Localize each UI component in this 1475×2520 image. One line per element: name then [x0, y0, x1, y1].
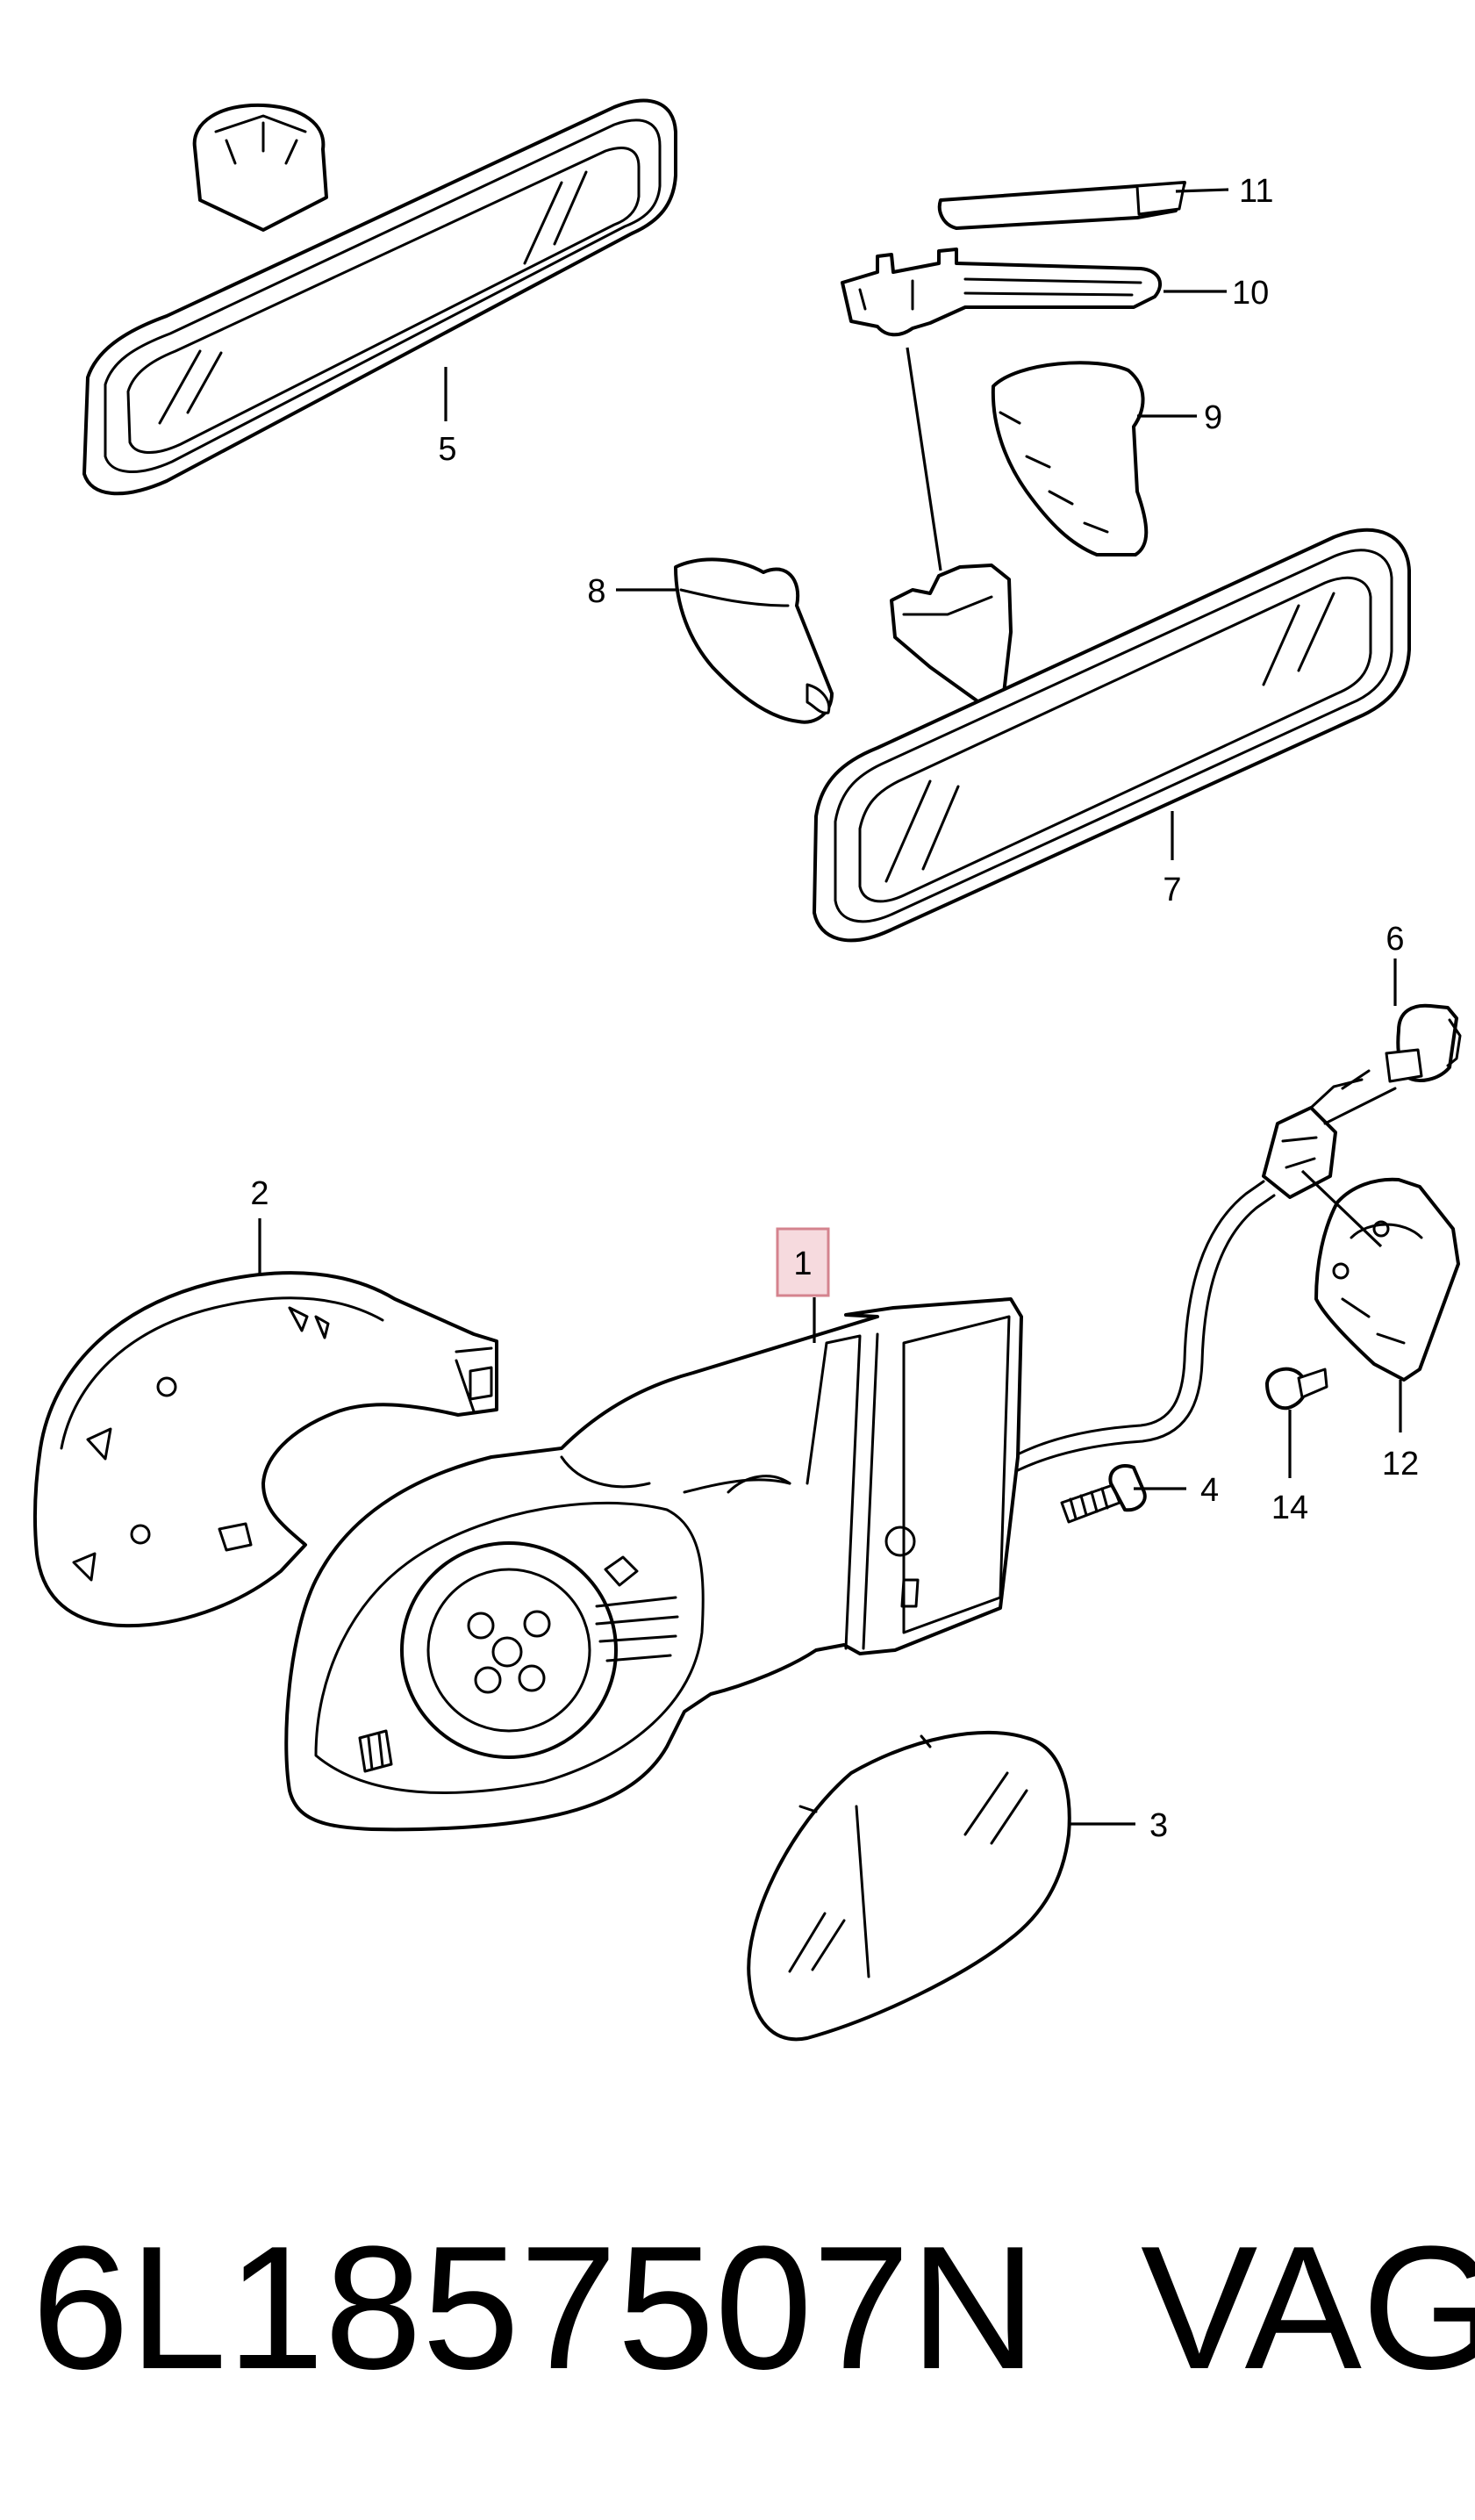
- callout-9: 9: [1204, 399, 1222, 436]
- callout-4: 4: [1200, 1472, 1219, 1509]
- callouts: 1 2 3 4 5 6 7 8 9 10 11 12 14: [250, 173, 1419, 1844]
- leader-lines: [258, 188, 1402, 1826]
- interior-mirror-7: [813, 528, 1411, 943]
- callout-8: 8: [587, 573, 605, 610]
- callout-14: 14: [1271, 1490, 1308, 1526]
- mirror-glass-3: [747, 1730, 1071, 2042]
- callout-2: 2: [250, 1175, 269, 1212]
- bulb-6: [1385, 1003, 1462, 1083]
- mirror-assembly-1: [284, 1297, 1023, 1832]
- part-number: 6L1857507N: [32, 2210, 1037, 2406]
- mirror-cover-9: [991, 361, 1149, 556]
- housing-cap-2: [32, 1271, 498, 1628]
- bolt-4: [1060, 1464, 1147, 1524]
- callout-1: 1: [793, 1246, 812, 1282]
- callout-5: 5: [438, 431, 456, 468]
- mirror-cover-8: [674, 557, 834, 724]
- brand-label: VAG: [1141, 2210, 1475, 2406]
- callout-1-highlight: [776, 1227, 830, 1297]
- mount-clip: [890, 564, 1013, 709]
- cover-strip-11: [937, 181, 1186, 230]
- callout-11: 11: [1239, 173, 1273, 210]
- mounting-bracket-10: [841, 248, 1163, 337]
- interior-mirror-5: [82, 98, 677, 496]
- bracket-12: [1314, 1177, 1460, 1382]
- callout-3: 3: [1149, 1807, 1168, 1844]
- part-number-footer: 6L1857507N VAG: [32, 2210, 1475, 2406]
- callout-12: 12: [1382, 1446, 1419, 1483]
- callout-10: 10: [1232, 275, 1269, 312]
- callout-7: 7: [1163, 872, 1181, 908]
- wire-harness: [1007, 1069, 1397, 1476]
- callout-6: 6: [1385, 921, 1404, 958]
- screw-14: [1265, 1367, 1328, 1411]
